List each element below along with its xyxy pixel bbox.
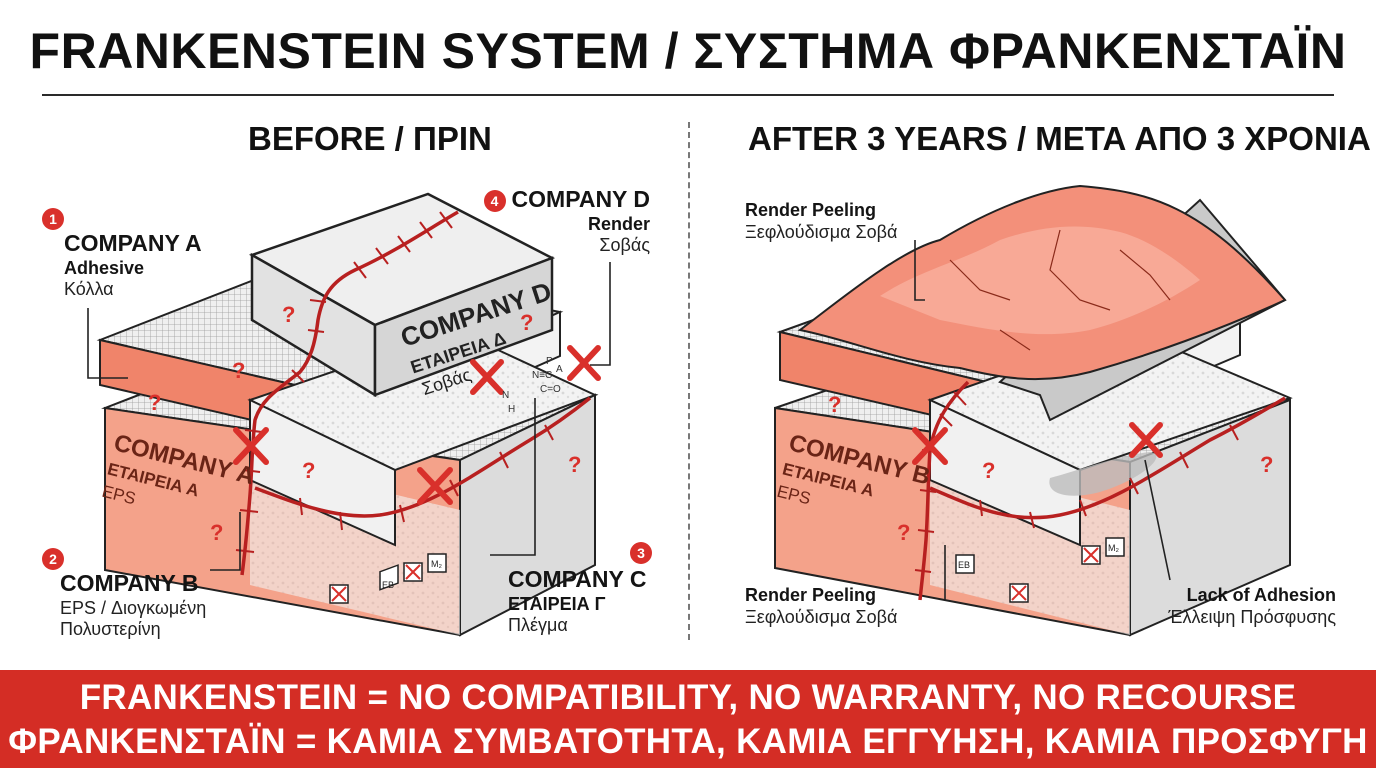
company-a-name: COMPANY A [64,230,202,256]
badge-1: 1 [42,208,64,230]
render-peeling-top-gr: Ξεφλούδισμα Σοβά [745,221,898,242]
company-c-label: 3 COMPANY C ΕΤΑΙΡΕΙΑ Γ Πλέγμα [508,542,652,637]
question-mark: ? [1260,452,1273,477]
question-mark: ? [232,358,245,383]
question-mark: ? [897,520,910,545]
question-mark: ? [520,310,533,335]
question-mark: ? [148,390,161,415]
after-symbol-eb: EB [958,560,970,570]
symbol-eb: EB [382,580,394,590]
question-mark: ? [568,452,581,477]
section-divider [688,122,690,640]
after-leader-lines [914,240,1171,600]
company-c-name: COMPANY C [508,566,647,592]
chem-label: C=O [540,384,561,395]
after-heading: AFTER 3 YEARS / ΜΕΤΑ ΑΠΟ 3 ΧΡΟΝΙΑ [748,120,1371,157]
company-d-role: Render [587,213,650,234]
question-mark: ? [302,458,315,483]
cross-box-icon [1011,547,1099,601]
render-peeling-top-name: Render Peeling [745,200,877,220]
lack-of-adhesion-gr: Έλλειψη Πρόσφυσης [1168,606,1336,627]
warning-x-icon [233,345,601,505]
company-b-role-gr-1: EPS / Διογκωμένη [60,597,207,618]
before-stitch-seam-horizontal [254,396,592,518]
cross-box-icon [331,564,421,602]
render-peeling-top-label: Render Peeling Ξεφλούδισμα Σοβά [745,200,897,243]
question-mark: ? [282,302,295,327]
question-mark: ? [982,458,995,483]
company-a-label: 1 COMPANY A Adhesive Κόλλα [42,208,202,301]
peeling-render-icon [797,184,1287,422]
chem-label: P [546,356,553,367]
before-leader-lines [87,262,611,571]
chem-label: H [508,404,515,415]
company-d-name-text: COMPANY D [511,186,650,212]
after-symbol-m2: M₂ [1108,543,1119,553]
chem-label: N [502,390,509,401]
question-mark-icon: ? ? ? ? [828,392,1273,545]
symbol-m2: M₂ [431,559,442,569]
render-peeling-bottom-name: Render Peeling [745,585,877,605]
company-c-role-gr: Πλέγμα [508,615,568,636]
banner-line-2: ΦΡΑΝΚΕΝΣΤΑΪΝ = ΚΑΜΙΑ ΣΥΜΒΑΤΟΤΗΤΑ, ΚΑΜΙΑ … [8,722,1368,761]
badge-4: 4 [483,189,506,212]
question-mark: ? [210,520,223,545]
badge-2: 2 [42,548,64,570]
render-peeling-bottom-gr: Ξεφλούδισμα Σοβά [745,606,898,627]
chem-label: N≡C [532,370,552,381]
render-peeling-bottom-label: Render Peeling Ξεφλούδισμα Σοβά [745,585,897,628]
company-b-name: COMPANY B [60,570,199,596]
banner-line-1: FRANKENSTEIN = NO COMPATIBILITY, NO WARR… [79,678,1297,717]
chem-labels: N≡C C=O H N A P [502,356,563,415]
before-stitch-seam-vertical [240,210,459,576]
company-d-role-gr: Σοβάς [599,235,650,256]
company-a-role: Adhesive [64,257,145,278]
page-title: FRANKENSTEIN SYSTEM / ΣΥΣΤΗΜΑ ΦΡΑΝΚΕΝΣΤΑ… [29,23,1347,79]
company-a-role-gr: Κόλλα [64,279,114,300]
company-b-label: 2 COMPANY B EPS / Διογκωμένη Πολυστερίνη [42,548,206,641]
warning-x-icon [912,422,1163,465]
question-mark-icon: ? ? ? ? ? ? ? [148,302,581,545]
lack-of-adhesion-name: Lack of Adhesion [1186,585,1336,605]
before-heading: BEFORE / ΠΡΙΝ [248,120,492,157]
badge-3: 3 [630,542,652,564]
company-c-name-gr: ΕΤΑΙΡΕΙΑ Γ [508,593,606,614]
after-eps-block [927,328,1293,547]
lack-of-adhesion-label: Lack of Adhesion Έλλειψη Πρόσφυσης [1130,585,1336,628]
chem-label: A [556,364,563,375]
warning-banner: FRANKENSTEIN = NO COMPATIBILITY, NO WARR… [0,670,1376,768]
stitch-seam-icon [235,211,554,553]
question-mark: ? [828,392,841,417]
after-stitch-seam-horizontal [929,396,1286,520]
title-divider [42,94,1334,96]
company-b-role-gr-2: Πολυστερίνη [60,619,161,640]
